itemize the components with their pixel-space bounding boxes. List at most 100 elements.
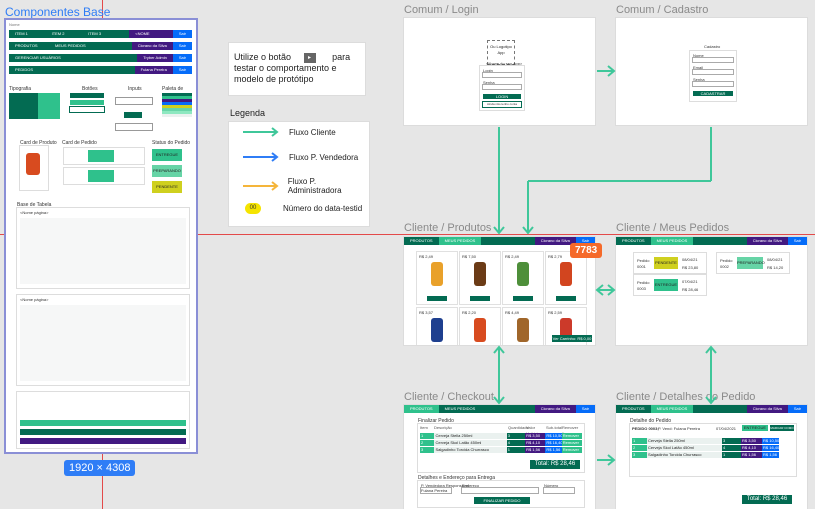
item-quantity: 1 (506, 447, 526, 453)
frame-detalhes-pedido[interactable]: PRODUTOS MEUS PEDIDOS Cicrano da Silva S… (616, 405, 807, 509)
quantity-stepper[interactable] (427, 296, 447, 301)
button-sample-primary[interactable] (70, 93, 104, 98)
item-quantity: 4 (722, 445, 741, 451)
login-email-input[interactable] (483, 73, 521, 77)
product-card[interactable]: R$ 4,49 (503, 308, 543, 345)
nav-produtos[interactable]: PRODUTOS (622, 406, 645, 411)
nav-logout[interactable]: Sair (787, 237, 807, 245)
cadastro-senha-input[interactable] (693, 82, 733, 86)
col-subtotal: Sub-total (546, 425, 563, 430)
item-description: Cerveja Skol Latão 450ml (434, 440, 507, 446)
frame-label-meus-pedidos[interactable]: Cliente / Meus Pedidos (616, 222, 730, 234)
base-nav-meus-pedidos[interactable]: MEUS PEDIDOS (55, 43, 86, 48)
input-sample-select[interactable] (116, 124, 152, 130)
frame-label-produtos[interactable]: Cliente / Produtos (404, 222, 492, 234)
button-sample-outline[interactable] (70, 107, 104, 112)
nav-meus-pedidos[interactable]: MEUS PEDIDOS (650, 405, 694, 413)
base-nav-logout[interactable]: Sair (172, 30, 192, 38)
seller-select[interactable]: Fulana Pereira (421, 488, 451, 493)
cart-button[interactable]: Ver Carrinho: R$ 0,00 (552, 335, 592, 342)
frame-cadastro[interactable]: Cadastro Nome Email Senha CADASTRAR (616, 18, 807, 125)
base-nav-logout-3[interactable]: Sair (172, 54, 192, 62)
order-status: ENTREGUE (654, 279, 678, 291)
order-id: 0001 (637, 264, 646, 269)
number-input[interactable] (544, 488, 574, 493)
frame-label-detalhes[interactable]: Cliente / Detalhes do Pedido (616, 391, 756, 403)
col-remover: Remover Item (562, 425, 579, 436)
finish-order-button[interactable]: FINALIZAR PEDIDO (474, 497, 530, 504)
frame-label-login[interactable]: Comum / Login (404, 4, 479, 16)
quantity-stepper[interactable] (556, 296, 576, 301)
legend-label-testid: Número do data-testid (283, 204, 363, 213)
nav-produtos[interactable]: PRODUTOS (410, 238, 433, 243)
nav-produtos[interactable]: PRODUTOS (404, 405, 439, 413)
order-card-1[interactable]: Pedido 0001 PENDENTE 08/04/21 R$ 23,80 (634, 253, 706, 273)
base-nav-produtos[interactable]: PRODUTOS (15, 43, 38, 48)
frame-componentes-base[interactable]: Nome ITEM 1 ITEM 2 ITEM 3 <NOME USUÁRIO>… (4, 18, 198, 454)
nav-meus-pedidos[interactable]: MEUS PEDIDOS (650, 237, 694, 245)
pedidos-navbar: PRODUTOS MEUS PEDIDOS Cicrano da Silva S… (616, 237, 807, 245)
base-nav-gerenciar[interactable]: GERENCIAR USUÁRIOS (15, 55, 61, 60)
base-nav-item-1[interactable]: ITEM 1 (15, 31, 28, 36)
dimension-badge: 1920 × 4308 (64, 460, 136, 476)
base-nav-pedidos[interactable]: PEDIDOS (15, 67, 34, 72)
base-nav-logout-2[interactable]: Sair (172, 42, 192, 50)
base-product-card[interactable] (20, 146, 48, 190)
address-input[interactable] (462, 488, 538, 493)
remove-item-button[interactable]: Remover (561, 447, 583, 453)
product-card[interactable]: R$ 2,49 (503, 252, 543, 304)
nav-logout[interactable]: Sair (787, 405, 807, 413)
play-button-icon[interactable]: ▸ (303, 52, 316, 63)
frame-login[interactable]: Ou Logotipo App <Nome do seu app> Login … (404, 18, 595, 125)
frame-label-componentes-base[interactable]: Componentes Base (5, 5, 111, 19)
input-sample-1[interactable] (116, 98, 152, 104)
base-nav-item-2[interactable]: ITEM 2 (51, 31, 65, 36)
order-card-3[interactable]: Pedido 0003 ENTREGUE 07/04/21 R$ 28,46 (634, 275, 706, 295)
base-nav-item-3[interactable]: ITEM 3 (88, 31, 102, 36)
mark-delivered-button[interactable]: MARCAR COMO ENTREGUE (770, 425, 794, 436)
base-table (17, 392, 189, 448)
quantity-stepper[interactable] (513, 296, 533, 301)
product-image (474, 318, 486, 342)
quantity-stepper[interactable] (470, 296, 490, 301)
product-card[interactable]: R$ 2,79 (546, 252, 586, 304)
login-password-input[interactable] (483, 85, 521, 89)
product-card[interactable]: R$ 3,57 (417, 308, 457, 345)
nav-meus-pedidos[interactable]: MEUS PEDIDOS (444, 406, 476, 411)
nav-logout[interactable]: Sair (575, 405, 595, 413)
cadastro-email-input[interactable] (693, 70, 733, 74)
register-button[interactable]: Ainda não tenho conta (483, 102, 521, 107)
item-subtotal: R$ 1,56 (545, 447, 562, 453)
order-card-2[interactable]: Pedido 0002 PREPARANDO 08/04/21 R$ 14,20 (717, 253, 789, 273)
product-card[interactable]: R$ 2,20 (460, 308, 500, 345)
col-quantidade: Quantidade (508, 425, 529, 430)
product-card[interactable]: R$ 7,50 (460, 252, 500, 304)
base-order-card-2[interactable] (64, 168, 144, 184)
login-button[interactable]: LOGIN (483, 94, 521, 99)
frame-label-cadastro[interactable]: Comum / Cadastro (616, 4, 709, 16)
input-sample-stepper[interactable] (124, 112, 142, 118)
nav-logout[interactable]: Sair (575, 237, 595, 245)
col-item: Item (420, 425, 428, 430)
base-page-2: <Nome página> (17, 295, 189, 385)
cadastrar-button[interactable]: CADASTRAR (693, 91, 733, 96)
frame-label-checkout[interactable]: Cliente / Checkout (404, 391, 494, 403)
frame-produtos[interactable]: PRODUTOS MEUS PEDIDOS Cicrano da Silva S… (404, 237, 595, 345)
product-price: R$ 2,79 (548, 254, 563, 259)
frame-meus-pedidos[interactable]: PRODUTOS MEUS PEDIDOS Cicrano da Silva S… (616, 237, 807, 345)
base-order-card-1[interactable] (64, 148, 144, 164)
nav-meus-pedidos[interactable]: MEUS PEDIDOS (438, 237, 482, 245)
item-number: 2 (420, 440, 435, 446)
info-line2: testar o comportamento e (234, 63, 337, 73)
button-sample-secondary[interactable] (70, 100, 104, 105)
cadastro-nome-input[interactable] (693, 58, 733, 62)
product-card[interactable]: R$ 2,49 (417, 252, 457, 304)
remove-item-button[interactable]: Remover (561, 433, 583, 439)
nav-produtos[interactable]: PRODUTOS (622, 238, 645, 243)
base-nav-logout-4[interactable]: Sair (172, 66, 192, 74)
frame-checkout[interactable]: PRODUTOS MEUS PEDIDOS Cicrano da Silva S… (404, 405, 595, 509)
remove-item-button[interactable]: Remover (561, 440, 583, 446)
